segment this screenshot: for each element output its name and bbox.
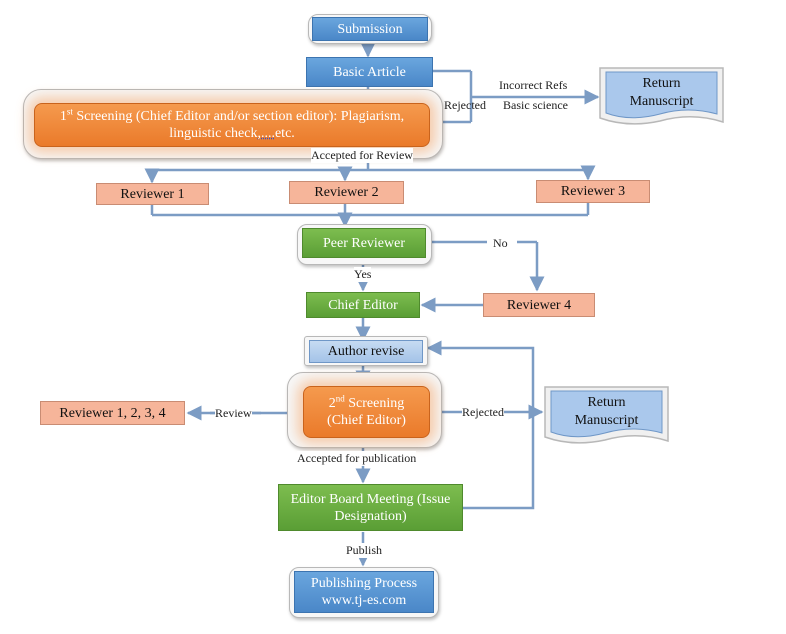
reviewer-4-label: Reviewer 4 xyxy=(506,297,572,313)
return-manuscript-2-text: Return Manuscript xyxy=(543,394,670,430)
submission-box: Submission xyxy=(312,17,428,41)
loop-board-author xyxy=(426,340,535,510)
first-screening-text1: Screening (Chief Editor and/or section e… xyxy=(72,109,405,124)
first-screening-sup: st xyxy=(66,106,73,117)
reviewer-3-label: Reviewer 3 xyxy=(560,184,626,199)
label-no: No xyxy=(493,236,508,250)
second-screening-box: 2nd Screening (Chief Editor) xyxy=(303,386,430,438)
label-rejected-2: Rejected xyxy=(462,405,504,420)
publishing-line2: www.tj-es.com xyxy=(321,593,407,608)
reviewers-all-label: Reviewer 1, 2, 3, 4 xyxy=(59,405,166,421)
label-publish: Publish xyxy=(346,543,383,558)
return-manuscript-1-line2: Manuscript xyxy=(629,94,694,109)
first-screening-etc: etc. xyxy=(274,126,295,141)
basic-article-box: Basic Article xyxy=(306,57,433,87)
label-basic-science: Basic science xyxy=(503,98,568,112)
label-incorrect-refs: Incorrect Refs xyxy=(499,78,568,92)
label-yes: Yes xyxy=(354,267,372,282)
return-manuscript-2-shape xyxy=(544,386,669,444)
author-revise-label: Author revise xyxy=(327,344,405,359)
return-manuscript-1-text: Return Manuscript xyxy=(598,75,725,111)
return-manuscript-2-line1: Return xyxy=(587,395,626,410)
editor-board-box: Editor Board Meeting (Issue Designation) xyxy=(278,484,463,531)
second-screening-text1: Screening xyxy=(344,396,405,411)
reviewers-all-box: Reviewer 1, 2, 3, 4 xyxy=(40,401,185,425)
second-screening-line1: 2nd Screening xyxy=(328,393,405,412)
reviewer-1-box: Reviewer 1 xyxy=(96,183,209,205)
label-accepted-for-publication: Accepted for publication xyxy=(297,451,417,466)
return-manuscript-1: Return Manuscript xyxy=(598,66,725,128)
editor-board-line2: Designation) xyxy=(334,508,407,524)
publishing-line1: Publishing Process xyxy=(310,576,418,591)
first-screening-text2: linguistic check xyxy=(169,126,258,141)
basic-article-label: Basic Article xyxy=(333,64,406,80)
submission-label: Submission xyxy=(337,21,403,37)
return-manuscript-1-line1: Return xyxy=(642,76,681,91)
label-accepted-for-review: Accepted for Review xyxy=(311,148,413,163)
second-screening-line2: (Chief Editor) xyxy=(327,413,406,428)
second-screening-ordinal: 2 xyxy=(328,396,336,411)
publishing-box: Publishing Process www.tj-es.com xyxy=(294,571,434,613)
return-manuscript-2-line2: Manuscript xyxy=(574,413,639,428)
reviewer-1-label: Reviewer 1 xyxy=(120,186,185,202)
editor-board-line1: Editor Board Meeting (Issue xyxy=(290,491,451,507)
peer-reviewer-box: Peer Reviewer xyxy=(302,228,426,258)
chief-editor-label: Chief Editor xyxy=(328,297,398,313)
reviewer-4-box: Reviewer 4 xyxy=(483,293,595,317)
label-rejected-1: Rejected xyxy=(444,98,486,112)
first-screening-ordinal: 1 xyxy=(59,109,67,124)
first-screening-dots: ,.... xyxy=(257,126,275,141)
first-screening-line2: linguistic check,....etc. xyxy=(169,125,295,142)
return-manuscript-1-shape xyxy=(599,67,724,125)
reviewer-3-box: Reviewer 3 xyxy=(536,180,650,203)
author-revise-box: Author revise xyxy=(309,340,423,363)
reviewer-2-label: Reviewer 2 xyxy=(314,185,379,200)
reviewer-2-box: Reviewer 2 xyxy=(289,181,404,204)
return-manuscript-2: Return Manuscript xyxy=(543,385,670,447)
peer-reviewer-label: Peer Reviewer xyxy=(322,235,406,251)
first-screening-box: 1st Screening (Chief Editor and/or secti… xyxy=(34,103,430,147)
first-screening-line1: 1st Screening (Chief Editor and/or secti… xyxy=(59,106,405,125)
chief-editor-box: Chief Editor xyxy=(306,292,420,318)
label-review: Review xyxy=(215,406,252,421)
second-screening-sup: nd xyxy=(335,393,345,404)
